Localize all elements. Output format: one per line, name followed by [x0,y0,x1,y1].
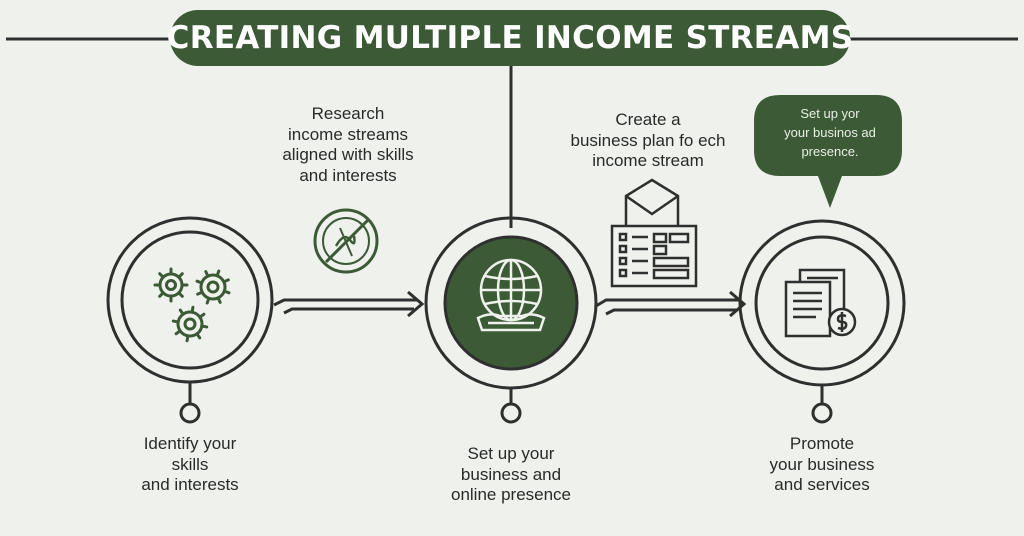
arrow-connector-2 [595,290,747,318]
page-title: CREATING MULTIPLE INCOME STREAMS [166,20,854,56]
intermediate-label-business-plan: Create a business plan fo ech income str… [570,110,726,170]
step-label-1: Identify your skills and interests [141,434,239,494]
speech-bubble-text: Set up yor your businos ad presence. [784,106,876,159]
documents-money-icon [784,268,857,338]
step-node-1 [106,216,274,424]
step-label-2: Set up your business and online presence [450,444,572,504]
no-dollar-icon [313,208,379,274]
speech-bubble-icon [754,95,902,208]
intermediate-label-research: Research income streams aligned with ski… [282,104,414,185]
title-banner: CREATING MULTIPLE INCOME STREAMS [167,10,853,66]
arrow-connector-1 [273,290,425,318]
envelope-form-icon [610,178,698,288]
gears-icon [153,267,231,343]
step-label-3: Promote your business and services [769,434,875,494]
globe-icon [476,258,546,332]
